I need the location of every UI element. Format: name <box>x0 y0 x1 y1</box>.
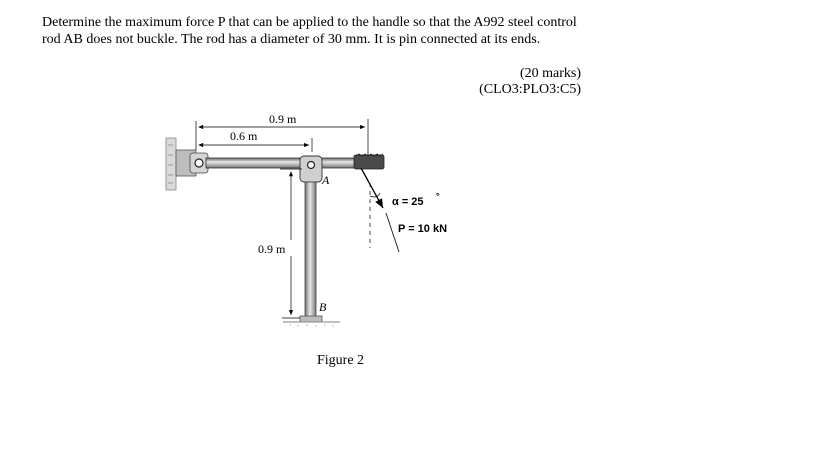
dimension-inner <box>198 138 313 152</box>
handle-bar <box>205 157 359 169</box>
marks-value: (20 marks) <box>519 66 581 81</box>
learning-outcome: (CLO3:PLO3:C5) <box>479 82 581 97</box>
question-text: Determine the maximum force P that can b… <box>42 15 577 47</box>
point-b-label: B <box>319 300 327 314</box>
degree-mark: ° <box>436 191 440 201</box>
rod-ab <box>304 181 317 319</box>
dimension-top <box>195 119 369 155</box>
alpha-label: α = 25 <box>392 196 424 208</box>
pin-b-base <box>299 315 323 323</box>
dimension-vertical-label: 0.9 m <box>258 242 286 256</box>
wall-support <box>165 137 209 191</box>
dimension-top-label: 0.9 m <box>269 112 297 126</box>
figure-caption: Figure 2 <box>317 353 365 368</box>
dimension-vertical <box>280 168 302 319</box>
handle-grip <box>353 154 385 170</box>
force-label: P = 10 kN <box>398 223 447 235</box>
dimension-inner-label: 0.6 m <box>230 129 258 143</box>
marks-block: (20 marks) (CLO3:PLO3:C5) <box>479 66 581 98</box>
ground-support <box>283 321 340 327</box>
point-a-label: A <box>321 173 330 187</box>
pin-a <box>306 160 316 170</box>
force-p-arrow <box>360 167 400 253</box>
